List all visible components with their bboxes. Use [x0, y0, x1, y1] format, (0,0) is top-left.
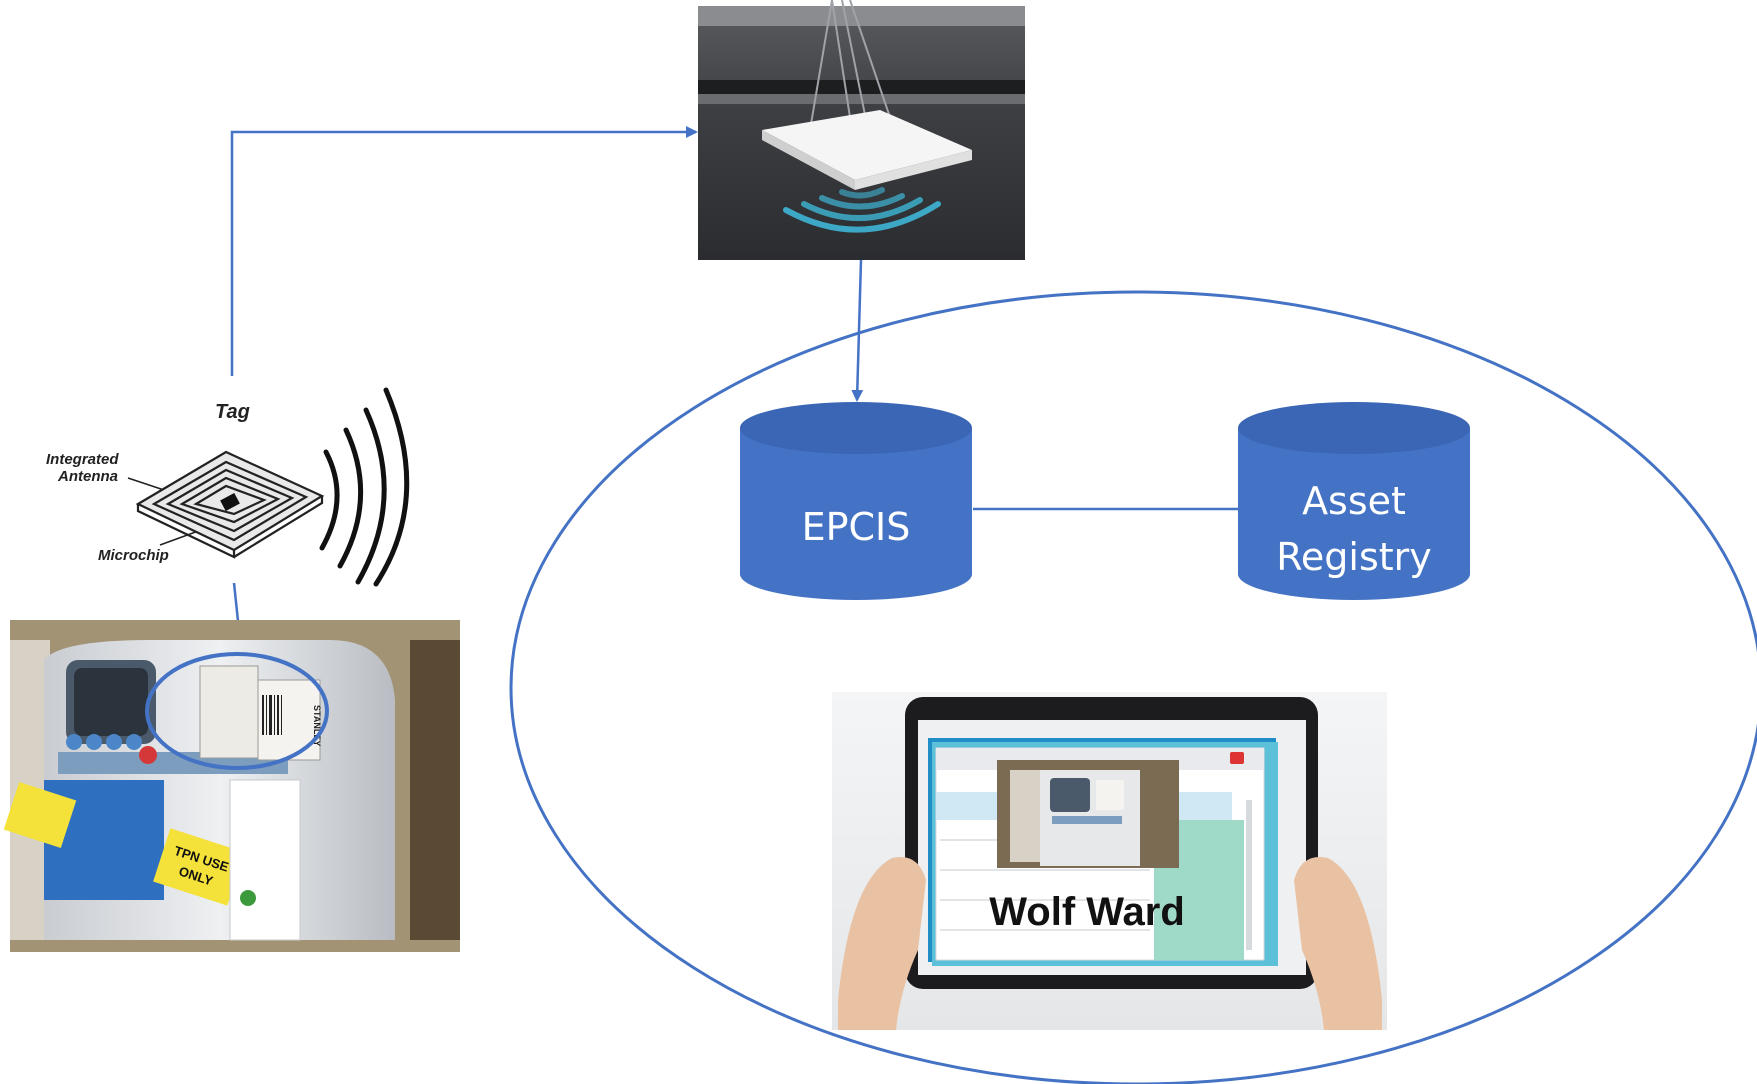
- asset-registry-label-line2: Registry: [1276, 535, 1432, 579]
- location-label: Wolf Ward: [989, 890, 1185, 934]
- integrated-antenna-label-line2: Antenna: [57, 468, 118, 485]
- infusion-pump-image: TPN USE ONLY STANLEY: [3, 620, 460, 952]
- connectors: [230, 126, 1238, 622]
- tag-title: Tag: [215, 401, 250, 423]
- epcis-database-cylinder: EPCIS: [740, 402, 972, 600]
- reader-antenna-panel: [762, 110, 972, 190]
- microchip-label: Microchip: [98, 547, 169, 564]
- tpn-use-only-sticker: TPN USE ONLY: [153, 828, 245, 906]
- reader-to-epcis-connector: [851, 259, 864, 402]
- integrated-antenna-label-line1: Integrated: [46, 451, 119, 468]
- asset-registry-database-cylinder: Asset Registry: [1238, 402, 1470, 600]
- tablet-image: Wolf Ward: [832, 692, 1387, 1030]
- tag-radio-waves-icon: [319, 387, 410, 587]
- rfid-reader-image: [698, 0, 1025, 260]
- pump-thumbnail: [997, 760, 1179, 868]
- backend-system-boundary: [509, 290, 1757, 1084]
- microchip-icon: [220, 492, 240, 512]
- hands-holding-tablet: [838, 856, 1382, 1030]
- attached-rfid-tag: STANLEY: [199, 665, 322, 761]
- browser-window: Wolf Ward: [935, 747, 1265, 961]
- tag-to-pump-connector: [232, 582, 240, 622]
- asset-registry-label-line1: Asset: [1302, 479, 1406, 523]
- svg-text:STANLEY: STANLEY: [312, 705, 322, 746]
- tag-highlight-ring: [145, 652, 329, 770]
- rfid-tag-illustration: Tag Integrated Antenna Microchip: [46, 387, 410, 587]
- signal-waves-icon: [783, 187, 941, 233]
- epcis-label: EPCIS: [802, 505, 911, 549]
- tag-to-reader-connector: [230, 126, 698, 376]
